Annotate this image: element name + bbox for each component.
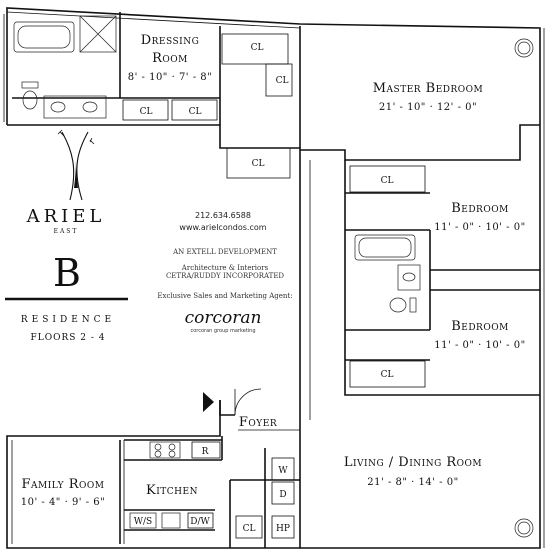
closet-labels: CL CL CL CL CL CL CL CL W D HP R W/S D/W — [134, 43, 394, 534]
dressing-room-title-2: Room — [152, 51, 188, 66]
washer-sink-label: W/S — [134, 517, 152, 527]
dressing-room-dim: 8' - 10" · 7' - 8" — [128, 72, 213, 83]
agent-logo: corcoran — [185, 308, 262, 328]
bedroom-2-title: Bedroom — [451, 319, 509, 334]
closet-label: CL — [243, 524, 256, 534]
heat-pump-label: HP — [276, 524, 290, 534]
bedroom-2-dim: 11' - 0" · 10' - 0" — [434, 340, 525, 351]
washer-label: W — [278, 466, 288, 476]
dishwasher-label: D/W — [190, 517, 210, 527]
closet-label: CL — [252, 159, 265, 169]
family-room-dim: 10' - 4" · 9' - 6" — [21, 497, 106, 508]
brand-sub: EAST — [54, 228, 79, 235]
closet-label: CL — [381, 176, 394, 186]
bedroom-1-dim: 11' - 0" · 10' - 0" — [434, 222, 525, 233]
brand-block: ARIEL EAST B RESIDENCE FLOORS 2 - 4 — [5, 129, 128, 343]
closet-label: CL — [251, 43, 264, 53]
closet-label: CL — [381, 370, 394, 380]
website-link[interactable]: www.arielcondos.com — [179, 223, 266, 232]
closet-label: CL — [276, 76, 289, 86]
unit-word: RESIDENCE — [21, 315, 115, 325]
ariel-logo-icon — [57, 129, 95, 201]
developer-label: AN EXTELL DEVELOPMENT — [172, 248, 277, 256]
master-bedroom-dim: 21' - 10" · 12' - 0" — [379, 102, 477, 113]
closet-label: CL — [140, 107, 153, 117]
refrigerator-label: R — [202, 447, 209, 457]
architect-line1: Architecture & Interiors — [181, 264, 269, 272]
dryer-label: D — [279, 490, 286, 500]
agent-label: Exclusive Sales and Marketing Agent: — [157, 292, 292, 300]
master-bedroom-title: Master Bedroom — [373, 81, 484, 96]
living-dining-dim: 21' - 8" · 14' - 0" — [367, 477, 458, 488]
brand-name: ARIEL — [26, 206, 106, 227]
contact-block: 212.634.6588 www.arielcondos.com AN EXTE… — [157, 211, 292, 334]
dressing-room-title-1: Dressing — [141, 33, 200, 48]
bedroom-1-title: Bedroom — [451, 201, 509, 216]
foyer-title: Foyer — [239, 415, 277, 430]
walls — [6, 7, 545, 549]
phone-number[interactable]: 212.634.6588 — [195, 211, 251, 220]
unit-letter: B — [53, 251, 81, 295]
living-dining-title: Living / Dining Room — [344, 455, 482, 470]
family-room-title: Family Room — [21, 477, 104, 492]
agent-sub: corcoran group marketing — [190, 328, 255, 334]
kitchen-title: Kitchen — [146, 483, 198, 498]
architect-line2: CETRA/RUDDY INCORPORATED — [166, 272, 284, 280]
floors-label: FLOORS 2 - 4 — [31, 333, 106, 343]
fixtures — [3, 14, 534, 539]
closet-label: CL — [189, 107, 202, 117]
room-labels: Dressing Room 8' - 10" · 7' - 8" Master … — [21, 33, 525, 508]
